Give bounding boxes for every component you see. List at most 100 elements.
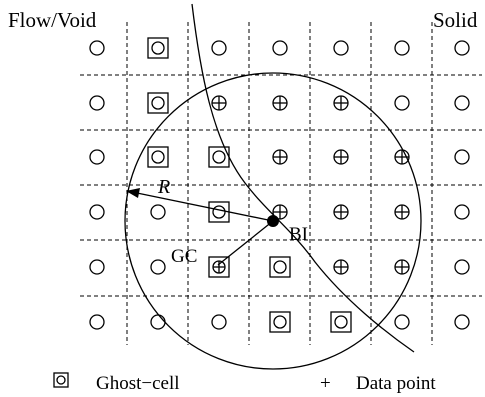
fluid-cell-marker (454, 149, 470, 165)
legend: Ghost−cell + Data point (53, 372, 436, 394)
circle-icon (89, 149, 105, 165)
square-icon (269, 256, 291, 278)
data-point-marker (272, 149, 288, 165)
circle-icon (150, 314, 166, 330)
fluid-cell-marker (89, 204, 105, 220)
ghost-cell-marker (147, 92, 169, 114)
fluid-cell-marker (150, 204, 166, 220)
fluid-cell-marker (272, 40, 288, 56)
fluid-cell-marker (89, 259, 105, 275)
circle-icon (89, 259, 105, 275)
data-point-marker (394, 259, 410, 275)
fluid-cell-marker (89, 314, 105, 330)
circle-icon (394, 40, 410, 56)
data-point-marker (333, 149, 349, 165)
boundary-intercept-label: BI (289, 224, 308, 245)
data-point-marker (333, 259, 349, 275)
ghost-cell-marker (147, 146, 169, 168)
legend-data-point-label: Data point (356, 373, 436, 394)
radius-arrow-line (136, 192, 274, 222)
circle-icon (273, 260, 287, 274)
data-point-marker (272, 204, 288, 220)
circle-icon (454, 95, 470, 111)
data-point-marker (333, 95, 349, 111)
cell-markers (89, 37, 470, 333)
fluid-cell-marker (394, 314, 410, 330)
square-icon (147, 92, 169, 114)
square-icon (208, 256, 230, 278)
square-icon (330, 311, 352, 333)
circle-icon (454, 40, 470, 56)
circle-icon (89, 40, 105, 56)
circle-icon (334, 315, 348, 329)
circle-icon (151, 150, 165, 164)
circle-icon (89, 204, 105, 220)
fluid-cell-marker (89, 95, 105, 111)
square-icon (208, 146, 230, 168)
fluid-cell-marker (394, 40, 410, 56)
circle-icon (333, 40, 349, 56)
fluid-cell-marker (454, 259, 470, 275)
circle-icon (454, 259, 470, 275)
circle-icon (273, 315, 287, 329)
data-point-marker (211, 95, 227, 111)
fluid-cell-marker (454, 204, 470, 220)
circle-icon (212, 150, 226, 164)
fluid-cell-marker (211, 40, 227, 56)
ghost-cell-marker (208, 146, 230, 168)
fluid-cell-marker (89, 40, 105, 56)
circle-icon (89, 314, 105, 330)
circle-icon (151, 41, 165, 55)
circle-icon (272, 40, 288, 56)
ghost-cell-label: GC (171, 246, 197, 267)
circle-icon (150, 204, 166, 220)
circle-icon (151, 96, 165, 110)
square-icon (147, 146, 169, 168)
ghost-cell-marker (208, 256, 230, 278)
data-point-marker (333, 204, 349, 220)
square-icon (208, 201, 230, 223)
circle-icon (394, 314, 410, 330)
ghost-cell-marker (269, 311, 291, 333)
fluid-cell-marker (394, 95, 410, 111)
radius-label: R (157, 176, 170, 198)
fluid-cell-marker (150, 314, 166, 330)
data-point-marker (394, 149, 410, 165)
boundary-intercept-point (267, 215, 279, 227)
left-region-label: Flow/Void (8, 8, 97, 32)
data-point-marker (394, 204, 410, 220)
ghost-cell-marker (330, 311, 352, 333)
data-point-legend-symbol: + (320, 373, 331, 394)
fluid-cell-marker (89, 149, 105, 165)
fluid-cell-marker (454, 95, 470, 111)
dashed-grid (80, 22, 482, 345)
square-icon (147, 37, 169, 59)
ghost-cell-marker (269, 256, 291, 278)
ghost-cell-legend-inner-icon (56, 375, 66, 385)
circle-icon (454, 204, 470, 220)
support-radius-circle (124, 72, 422, 370)
fluid-cell-marker (454, 314, 470, 330)
data-point-marker (272, 95, 288, 111)
fluid-cell-marker (150, 259, 166, 275)
circle-icon (89, 95, 105, 111)
circle-icon (454, 149, 470, 165)
gc-connector-line (217, 220, 274, 266)
circle-icon (394, 95, 410, 111)
fluid-cell-marker (454, 40, 470, 56)
circle-icon (212, 205, 226, 219)
radius-arrow-head-icon (126, 188, 140, 198)
square-icon (269, 311, 291, 333)
ghost-cell-marker (208, 201, 230, 223)
circle-icon (454, 314, 470, 330)
circle-icon (211, 314, 227, 330)
ghost-cell-marker (147, 37, 169, 59)
solid-fluid-interface (191, 3, 415, 353)
circle-icon (150, 259, 166, 275)
right-region-label: Solid (433, 8, 478, 32)
fluid-cell-marker (333, 40, 349, 56)
circle-icon (211, 40, 227, 56)
ghost-cell-legend-icon (53, 372, 69, 388)
